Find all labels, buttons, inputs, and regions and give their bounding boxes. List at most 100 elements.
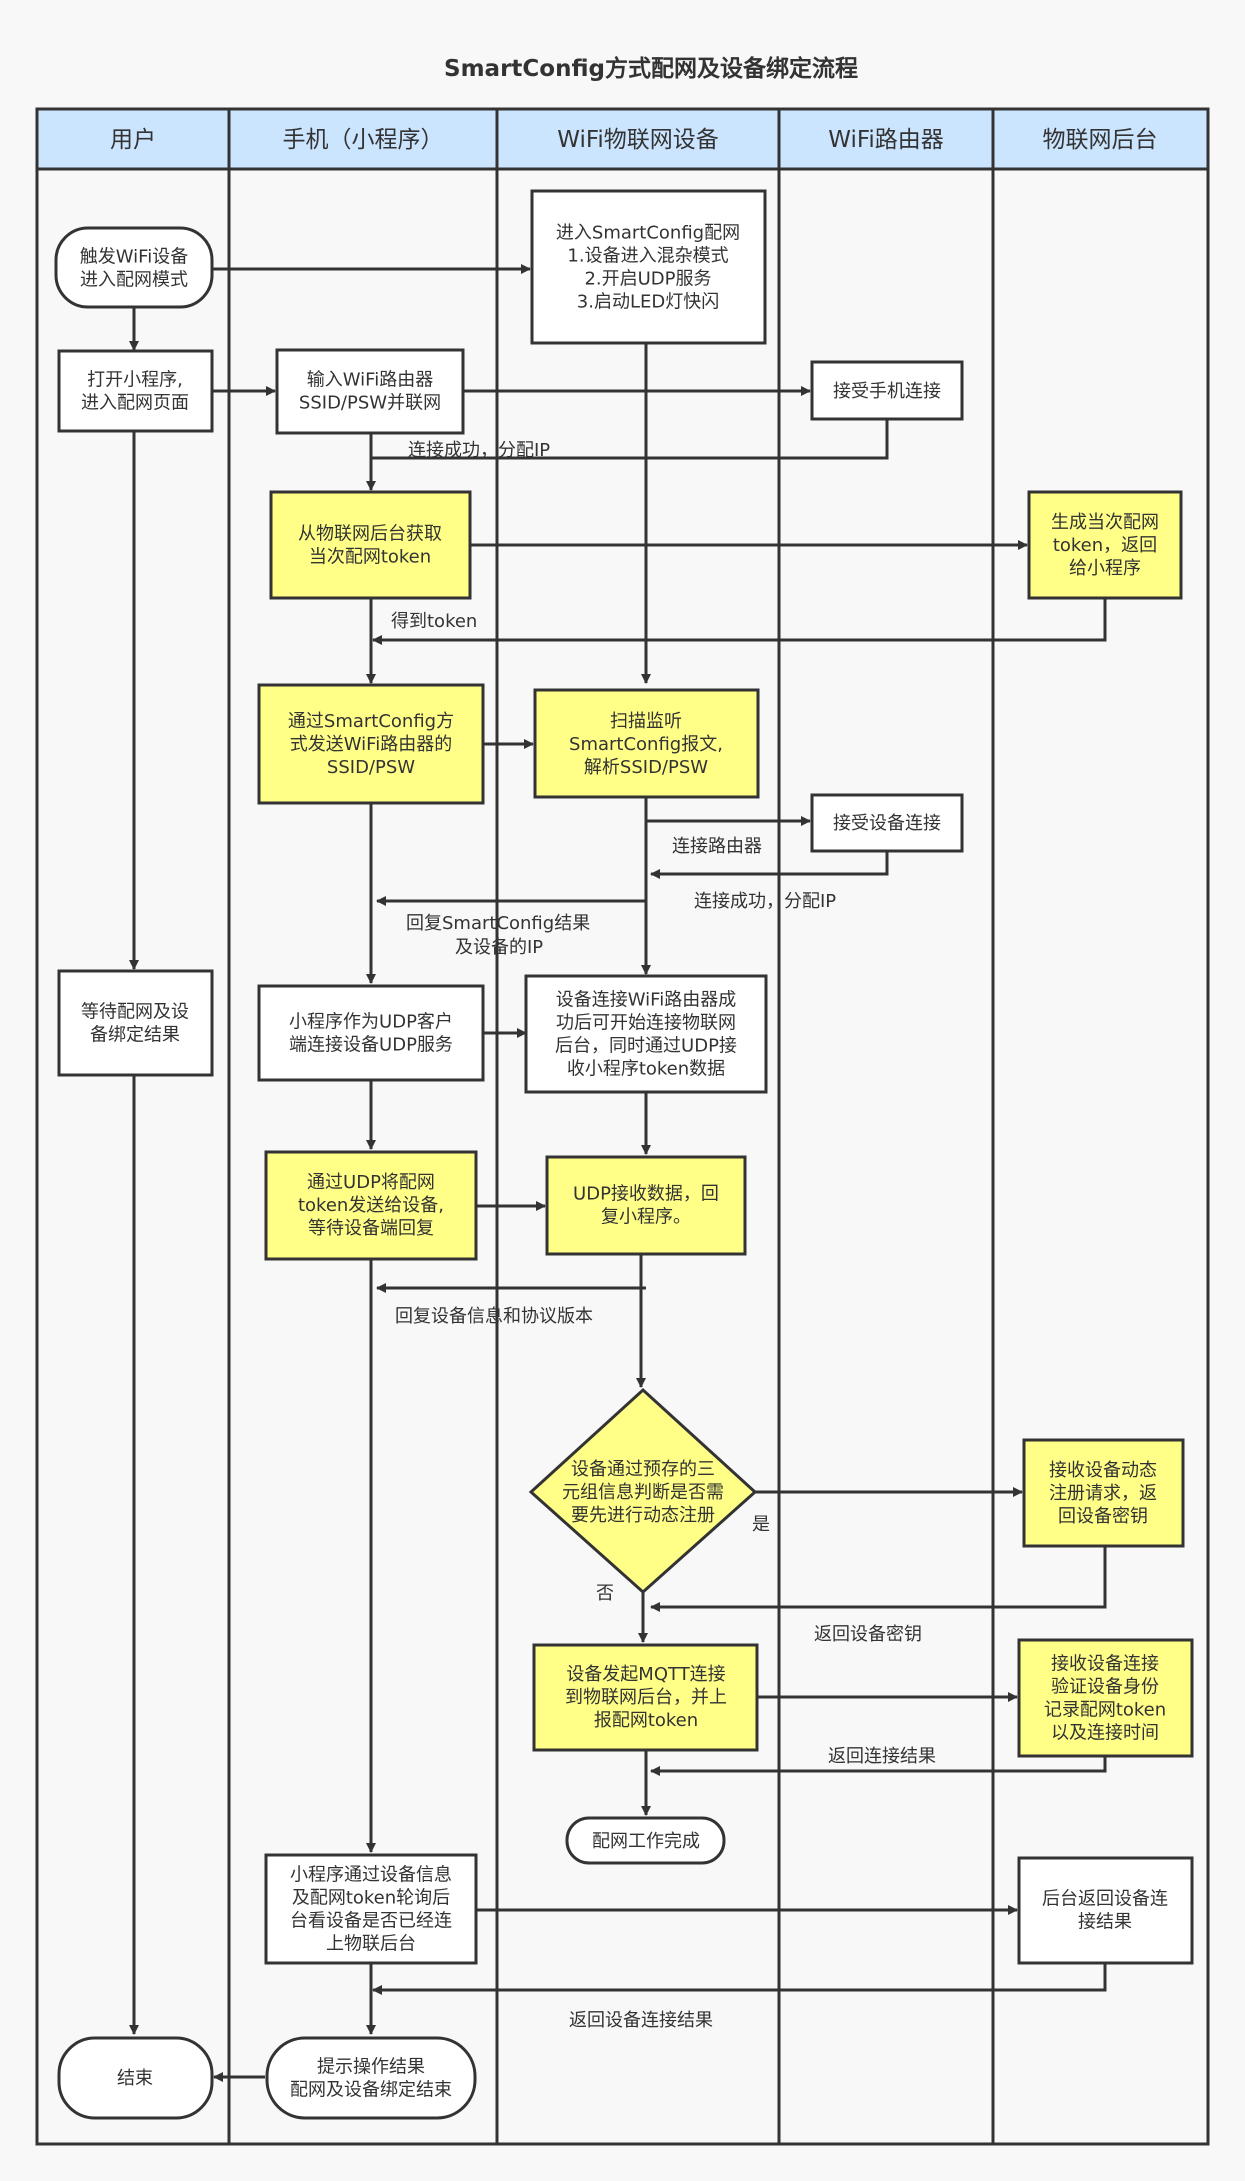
node-label-line: 触发WiFi设备	[80, 247, 188, 268]
node-label-line: 打开小程序,	[87, 370, 183, 391]
node-label-line: 备绑定结果	[90, 1025, 180, 1046]
nodes	[54, 189, 1194, 2120]
lane-header-cloud: 物联网后台	[1043, 127, 1158, 153]
node-label-line: 扫描监听	[610, 711, 682, 732]
node-done-label: 配网工作完成	[592, 1831, 700, 1852]
node-label-line: 进入配网模式	[80, 270, 188, 291]
edge-label-no: 否	[596, 1583, 614, 1604]
node-label-line: 给小程序	[1069, 558, 1141, 579]
edge-label-connect-ok-1: 连接成功，分配IP	[408, 440, 550, 461]
node-label-line: 从物联网后台获取	[298, 524, 442, 545]
node-send-token-shape	[264, 1150, 478, 1261]
node-label-line: 进入SmartConfig配网	[556, 223, 740, 244]
node-label-line: 结束	[117, 2068, 153, 2089]
node-label-line: 通过SmartConfig方	[288, 711, 454, 732]
node-labels: 触发WiFi设备进入配网模式 打开小程序,进入配网页面 等待配网及设备绑定结果 …	[80, 223, 1168, 2101]
node-label-line: 设备发起MQTT连接	[566, 1664, 725, 1685]
edge-scan-to-router	[644, 797, 811, 826]
node-label-line: 要先进行动态注册	[571, 1505, 715, 1526]
node-label-line: 接结果	[1078, 1912, 1132, 1933]
node-cloud-result-shape	[1017, 1856, 1194, 1965]
node-label-line: 式发送WiFi路由器的	[290, 734, 452, 755]
node-get-token-shape	[269, 490, 472, 600]
lane-header-phone: 手机（小程序）	[283, 127, 444, 153]
node-udp-client-shape	[257, 984, 485, 1082]
node-label-line: 输入WiFi路由器	[307, 370, 433, 391]
node-end-shape	[57, 2036, 214, 2120]
node-device-connected-shape	[524, 974, 768, 1094]
node-label-line: 接受设备连接	[833, 813, 941, 834]
edge-label-yes: 是	[752, 1514, 770, 1535]
node-label-line: 验证设备身份	[1051, 1677, 1159, 1698]
edge-labels: 连接成功，分配IP 得到token 连接路由器 连接成功，分配IP 回复Smar…	[391, 440, 936, 2031]
edge-label-connect-ok-2: 连接成功，分配IP	[694, 891, 836, 912]
edge-router-ack-line	[371, 419, 889, 460]
node-notify-shape	[265, 2036, 477, 2120]
lane-header-device: WiFi物联网设备	[557, 127, 719, 153]
node-label-line: token发送给设备,	[298, 1195, 444, 1216]
node-label-line: 及配网token轮询后	[292, 1888, 450, 1909]
edge-dev-conn-result-return	[372, 1963, 1107, 1995]
node-label-line: 通过UDP将配网	[307, 1172, 435, 1193]
edge-label-got-token: 得到token	[391, 611, 477, 632]
node-label-line: 等待设备端回复	[308, 1218, 434, 1239]
node-label-line: 小程序作为UDP客户	[289, 1012, 453, 1033]
node-label-line: 配网工作完成	[592, 1831, 700, 1852]
node-label-line: 1.设备进入混杂模式	[567, 246, 728, 267]
node-label-line: 后台，同时通过UDP接	[555, 1036, 737, 1057]
node-device-connected-label: 设备连接WiFi路由器成功后可开始连接物联网后台，同时通过UDP接收小程序tok…	[555, 990, 737, 1080]
node-mqtt-label: 设备发起MQTT连接到物联网后台，并上报配网token	[565, 1664, 727, 1731]
node-label-line: 报配网token	[594, 1710, 698, 1731]
node-accept-phone-label: 接受手机连接	[833, 381, 941, 402]
lane-header-user: 用户	[110, 127, 156, 153]
node-label-line: SSID/PSW	[327, 757, 415, 778]
node-label-line: 生成当次配网	[1051, 512, 1159, 533]
node-label-line: 接收设备动态	[1049, 1460, 1157, 1481]
node-label-line: 设备连接WiFi路由器成	[556, 990, 736, 1011]
node-cloud-result-label: 后台返回设备连接结果	[1042, 1889, 1168, 1933]
node-label-line: 记录配网token	[1044, 1700, 1166, 1721]
node-udp-recv-label: UDP接收数据，回复小程序。	[573, 1184, 719, 1228]
node-done-shape	[565, 1816, 726, 1865]
node-decision-shape	[528, 1387, 758, 1595]
node-label-line: 提示操作结果	[317, 2057, 425, 2078]
node-udp-client-label: 小程序作为UDP客户端连接设备UDP服务	[289, 1012, 453, 1056]
edge-router-ack-device	[650, 851, 889, 879]
swimlane-frame	[35, 107, 1210, 2146]
node-label-line: SmartConfig报文,	[569, 734, 723, 755]
node-dyn-register-label: 接收设备动态注册请求，返回设备密钥	[1049, 1460, 1157, 1527]
node-poll-cloud-shape	[264, 1853, 478, 1965]
node-label-line: 功后可开始连接物联网	[556, 1013, 736, 1034]
node-label-line: 台看设备是否已经连	[290, 1911, 452, 1932]
node-label-line: 接收设备连接	[1051, 1654, 1159, 1675]
node-trigger-shape	[54, 226, 214, 309]
node-get-token-label: 从物联网后台获取当次配网token	[298, 524, 442, 568]
node-label-line: 小程序通过设备信息	[290, 1865, 452, 1886]
node-poll-cloud-label: 小程序通过设备信息及配网token轮询后台看设备是否已经连上物联后台	[290, 1865, 452, 1955]
node-enter-sc-shape	[530, 189, 767, 345]
node-label-line: 等待配网及设	[81, 1002, 189, 1023]
node-label-line: UDP接收数据，回	[573, 1184, 719, 1205]
edge-label-return-conn: 返回连接结果	[828, 1746, 936, 1767]
node-accept-phone-shape	[810, 360, 964, 421]
node-mqtt-shape	[532, 1643, 759, 1752]
node-label-line: 当次配网token	[309, 547, 431, 568]
node-label-line: 2.开启UDP服务	[584, 269, 711, 290]
node-open-app-label: 打开小程序,进入配网页面	[81, 370, 189, 414]
node-scan-listen-shape	[533, 688, 760, 799]
edge-key-return	[650, 1546, 1107, 1612]
node-udp-recv-shape	[545, 1155, 747, 1256]
node-verify-shape	[1017, 1638, 1194, 1758]
node-label-line: 进入配网页面	[81, 393, 189, 414]
node-label-line: 配网及设备绑定结束	[290, 2080, 452, 2101]
node-end-label: 结束	[117, 2068, 153, 2089]
node-accept-device-label: 接受设备连接	[833, 813, 941, 834]
edge-conn-result-return	[650, 1756, 1107, 1776]
node-trigger-label: 触发WiFi设备进入配网模式	[80, 247, 188, 291]
node-input-wifi-shape	[275, 348, 465, 435]
